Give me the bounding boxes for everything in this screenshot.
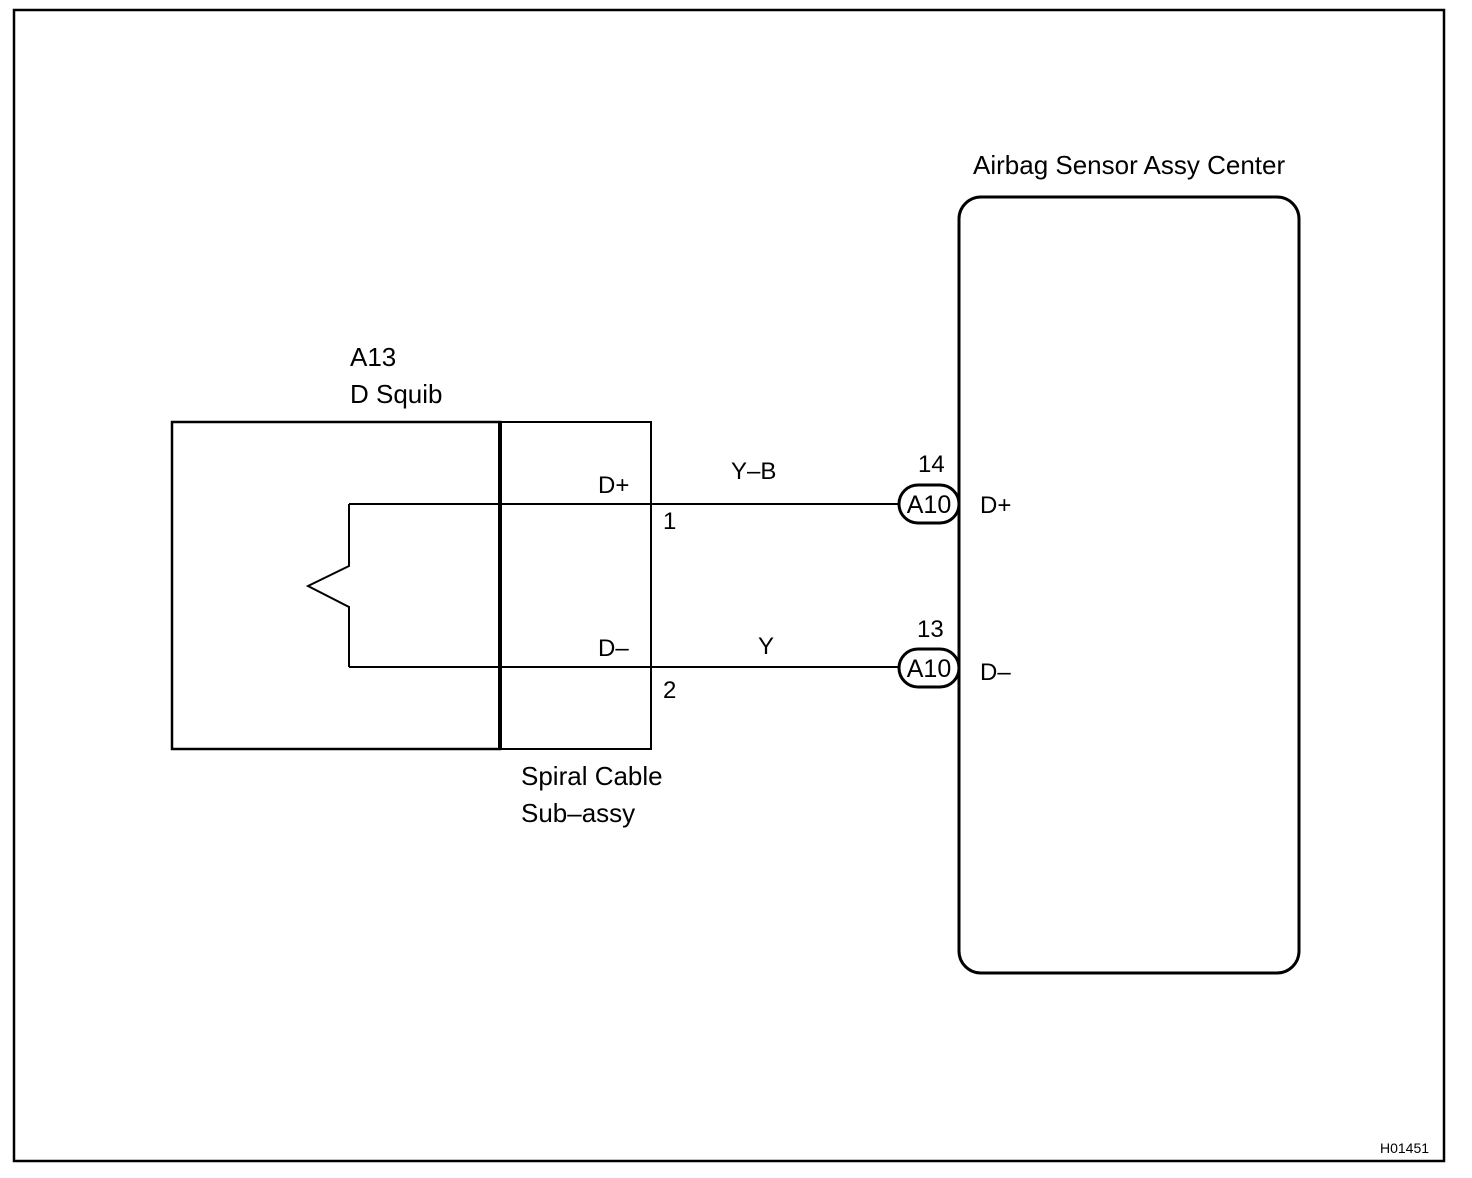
squib-terminal-d-plus: D+ bbox=[598, 472, 629, 499]
squib-name: D Squib bbox=[350, 379, 443, 409]
squib-code: A13 bbox=[350, 342, 396, 372]
figure-code: H01451 bbox=[1380, 1140, 1429, 1156]
sensor-pin-14: 14 bbox=[918, 451, 945, 478]
sensor-terminal-d-plus: D+ bbox=[980, 492, 1011, 519]
spiral-cable-label-line1: Spiral Cable bbox=[521, 761, 663, 791]
spiral-pin-1: 1 bbox=[663, 508, 676, 535]
outer-frame bbox=[12, 8, 1446, 1163]
sensor-pin-13: 13 bbox=[917, 616, 944, 643]
sensor-name: Airbag Sensor Assy Center bbox=[973, 150, 1285, 180]
connector-a10-top-label: A10 bbox=[907, 491, 951, 519]
squib-terminal-d-minus: D– bbox=[598, 635, 629, 662]
spiral-cable-label-line2: Sub–assy bbox=[521, 798, 635, 828]
connector-a10-bottom bbox=[897, 647, 961, 689]
connector-a10-top bbox=[897, 483, 961, 525]
spiral-pin-2: 2 bbox=[663, 677, 676, 704]
sensor-terminal-d-minus: D– bbox=[980, 659, 1011, 686]
connector-a10-bottom-label: A10 bbox=[907, 655, 951, 683]
squib-box bbox=[170, 420, 502, 751]
wire-color-y: Y bbox=[758, 633, 774, 660]
squib-element bbox=[305, 504, 350, 667]
sensor-box bbox=[957, 195, 1301, 975]
wire-color-y-b: Y–B bbox=[731, 458, 776, 485]
